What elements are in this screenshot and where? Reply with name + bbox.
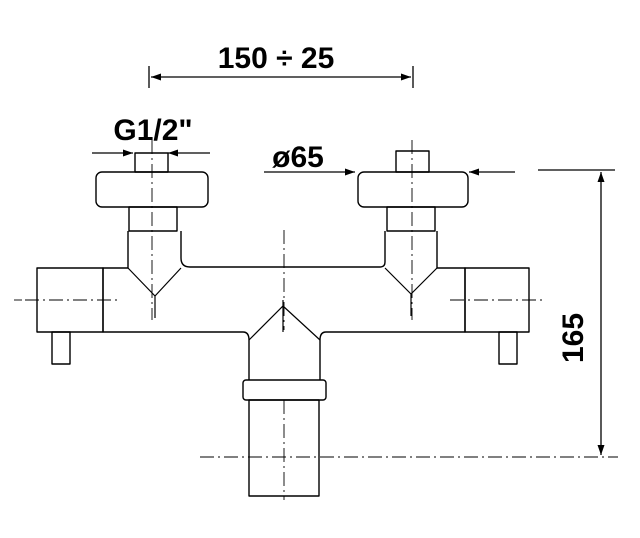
- height-dimension-label: 165: [557, 313, 590, 363]
- left-small-knob: [51, 331, 71, 365]
- right-handle-neck: [386, 206, 436, 232]
- right-small-knob: [498, 331, 518, 365]
- diameter-label: ø65: [272, 141, 324, 174]
- body-inner-lines: [127, 267, 438, 341]
- right-knob-stem: [395, 150, 430, 173]
- thread-label: G1/2": [113, 114, 192, 147]
- left-handle-neck: [128, 206, 178, 232]
- center-lines: [14, 140, 618, 500]
- height-dimension: [538, 169, 615, 455]
- width-dimension: [148, 66, 414, 88]
- right-handle: [357, 171, 469, 208]
- outlet-collar: [242, 379, 327, 401]
- width-dimension-label: 150 ÷ 25: [218, 42, 335, 75]
- left-knob-stem: [134, 152, 169, 173]
- left-end-cap: [36, 267, 104, 333]
